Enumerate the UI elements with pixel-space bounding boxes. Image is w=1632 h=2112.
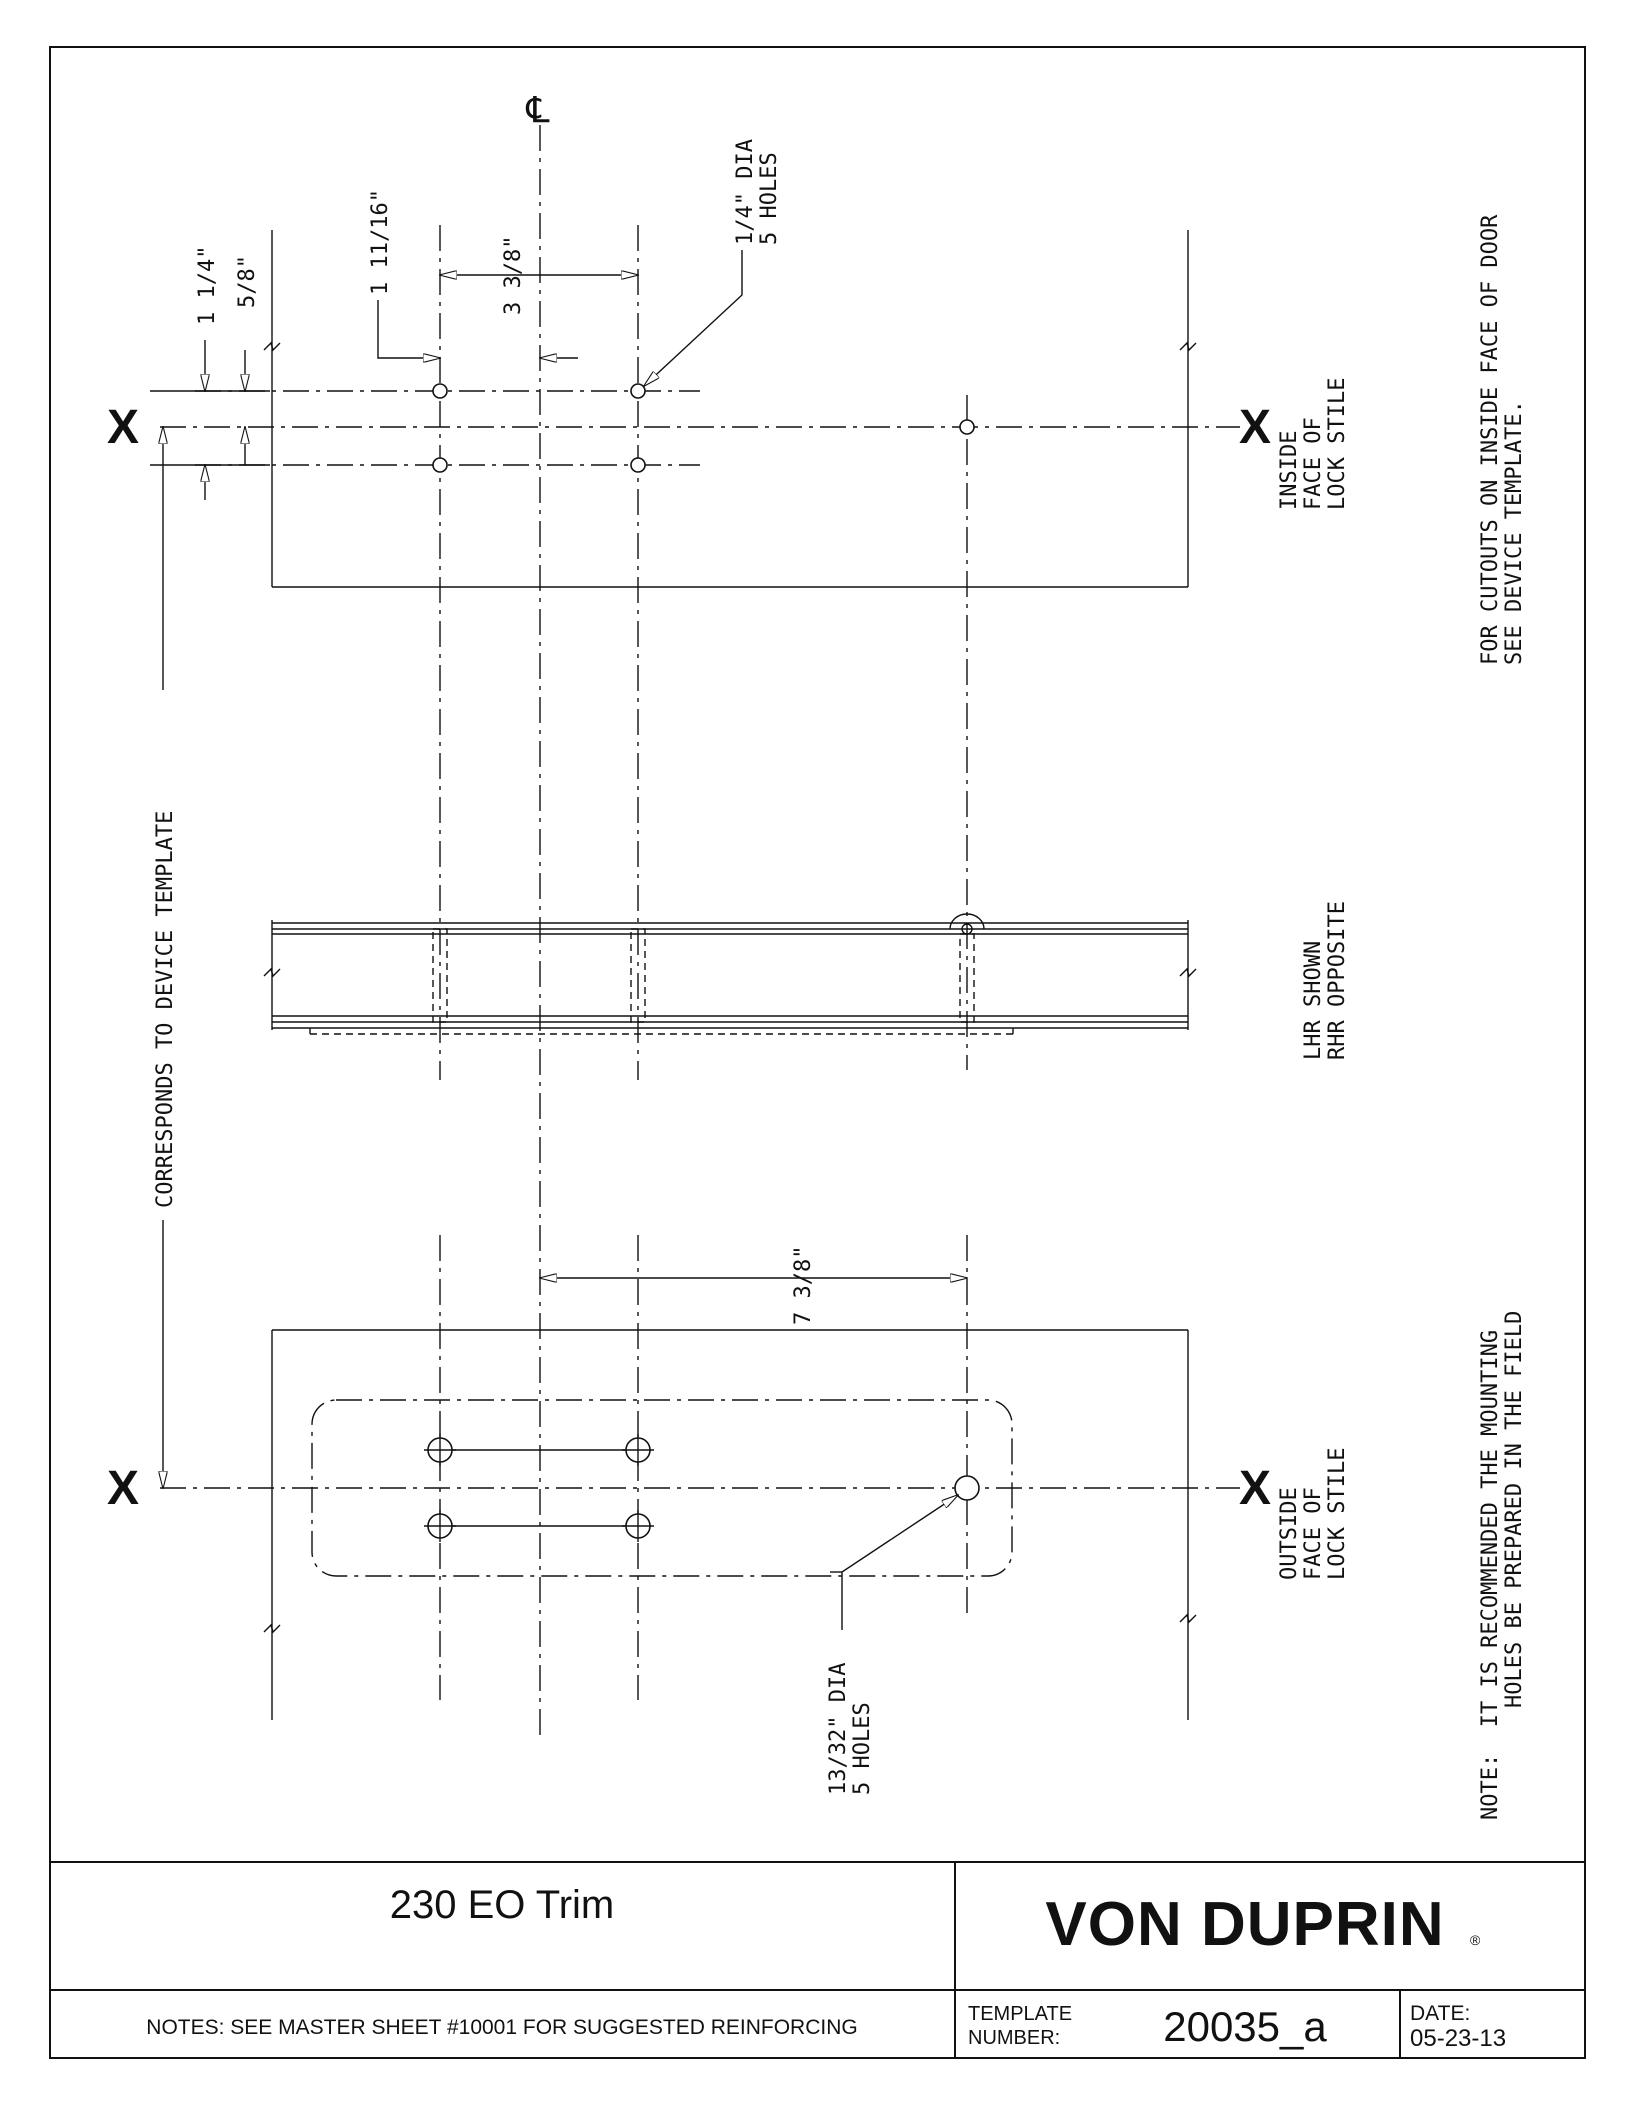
outside-face-view	[263, 1329, 1197, 1720]
outside-face-label-line3: LOCK STILE	[1325, 1448, 1350, 1580]
trim-outline	[311, 1399, 1013, 1577]
hole-callout-top-line1: 1/4" DIA	[733, 139, 758, 245]
inside-face-label: INSIDE FACE OF LOCK STILE	[1277, 378, 1350, 510]
x-marker: X	[107, 1462, 139, 1515]
inside-face-label-line1: INSIDE	[1277, 431, 1302, 510]
mount-hole	[630, 457, 646, 473]
date-value: 05-23-13	[1410, 2025, 1506, 2052]
dimension-5-8: 5/8"	[235, 255, 260, 465]
dimension-1-1-4: 1 1/4"	[150, 246, 270, 500]
dim-1-1-4-label: 1 1/4"	[195, 246, 220, 325]
inside-face-label-line2: FACE OF	[1301, 417, 1326, 510]
inside-face-label-line3: LOCK STILE	[1325, 378, 1350, 510]
dimension-3-3-8: 3 3/8"	[440, 236, 638, 315]
hole-callout-top: 1/4" DIA 5 HOLES	[644, 139, 782, 386]
x-markers: X X X X	[107, 401, 1271, 1515]
mount-hole	[630, 383, 646, 399]
date-label: DATE:	[1410, 2002, 1470, 2025]
template-number-label-line1: TEMPLATE	[968, 2003, 1072, 2025]
dimension-7-3-8: 7 3/8"	[540, 1246, 967, 1325]
dim-7-3-8-label: 7 3/8"	[791, 1246, 816, 1325]
centerline-symbol: ℄	[525, 90, 549, 131]
brand-registered-mark: ®	[1470, 1932, 1481, 1948]
hole-callout-bottom-line2: 5 HOLES	[850, 1702, 875, 1795]
outside-face-label-line2: FACE OF	[1301, 1487, 1326, 1580]
mounting-note: NOTE: IT IS RECOMMENDED THE MOUNTING HOL…	[1478, 1311, 1527, 1820]
dim-5-8-label: 5/8"	[235, 255, 260, 308]
reinforcing-notes: NOTES: SEE MASTER SHEET #10001 FOR SUGGE…	[146, 2016, 857, 2039]
mounting-note-line2: HOLES BE PREPARED IN THE FIELD	[1502, 1311, 1527, 1708]
template-number: 20035_a	[1163, 2003, 1327, 2050]
dim-3-3-8-label: 3 3/8"	[501, 236, 526, 315]
dimension-corresponds: CORRESPONDS TO DEVICE TEMPLATE	[153, 427, 178, 1488]
mount-hole	[959, 419, 975, 435]
brand-logo: VON DUPRIN	[1045, 1890, 1444, 1959]
hole-callout-bottom: 13/32" DIA 5 HOLES	[826, 1495, 958, 1795]
title-block: 230 EO Trim VON DUPRIN ® NOTES: SEE MAST…	[50, 1861, 1585, 2058]
hand-label-line1: LHR SHOWN	[1301, 941, 1326, 1060]
mounting-note-line1: NOTE: IT IS RECOMMENDED THE MOUNTING	[1478, 1330, 1503, 1820]
dimension-1-11-16: 1 11/16"	[368, 189, 578, 358]
dim-1-11-16-label: 1 11/16"	[368, 189, 393, 295]
x-marker: X	[1239, 1462, 1271, 1515]
cutouts-note-line2: SEE DEVICE TEMPLATE.	[1502, 400, 1527, 665]
hole-callout-top-line2: 5 HOLES	[757, 152, 782, 245]
corresponds-label: CORRESPONDS TO DEVICE TEMPLATE	[153, 811, 178, 1208]
template-number-label-line2: NUMBER:	[968, 2027, 1060, 2049]
edge-section-view	[263, 913, 1197, 1035]
product-title: 230 EO Trim	[390, 1883, 615, 1927]
outside-face-label-line1: OUTSIDE	[1277, 1487, 1302, 1580]
mount-hole	[432, 457, 448, 473]
x-marker: X	[107, 401, 139, 454]
inside-face-view	[263, 230, 1197, 588]
mount-hole	[432, 383, 448, 399]
hand-label-line2: RHR OPPOSITE	[1325, 901, 1350, 1060]
cutouts-note: FOR CUTOUTS ON INSIDE FACE OF DOOR SEE D…	[1478, 214, 1527, 665]
outside-face-label: OUTSIDE FACE OF LOCK STILE	[1277, 1448, 1350, 1580]
x-marker: X	[1239, 401, 1271, 454]
hole-callout-bottom-line1: 13/32" DIA	[826, 1663, 851, 1795]
hand-label: LHR SHOWN RHR OPPOSITE	[1301, 901, 1350, 1060]
sheet-border	[49, 46, 1586, 2059]
cutouts-note-line1: FOR CUTOUTS ON INSIDE FACE OF DOOR	[1478, 214, 1503, 665]
